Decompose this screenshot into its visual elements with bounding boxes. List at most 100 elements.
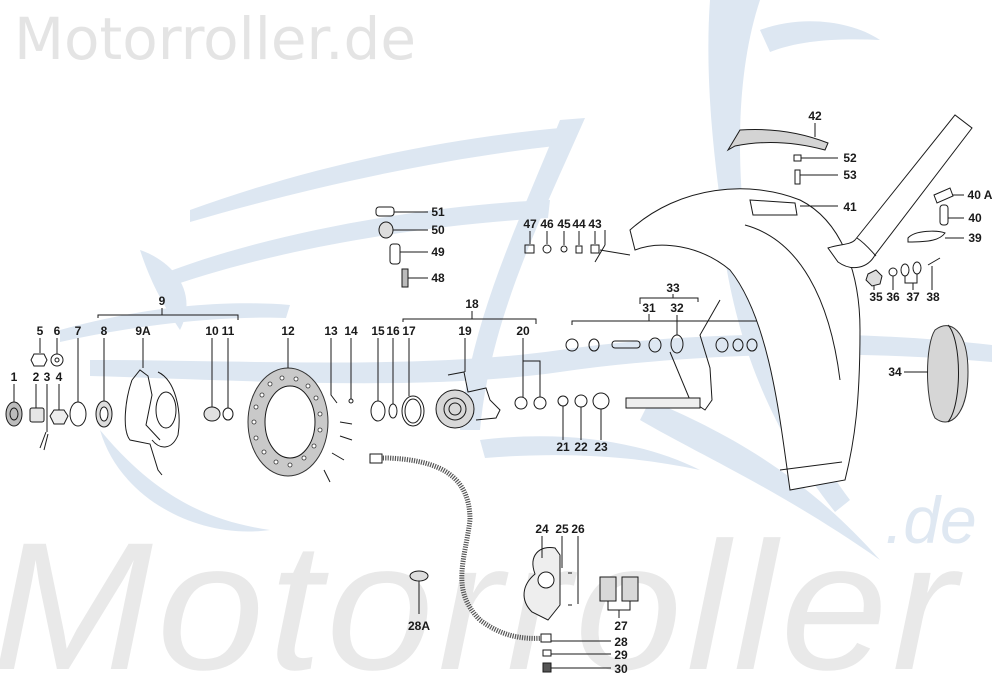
part-38-spring: [927, 257, 941, 290]
part-10-spacer: [203, 338, 221, 422]
callout-label-1: 1: [10, 370, 18, 384]
callout-label-44: 44: [572, 217, 586, 231]
callout-label-30: 30: [614, 662, 628, 676]
part-2-axle-nut: [29, 384, 45, 423]
callout-label-48: 48: [431, 271, 445, 285]
callout-label-11: 11: [221, 324, 235, 338]
part-31-small-parts-row: [565, 337, 758, 353]
part-40-pin: [939, 204, 964, 226]
callout-label-17: 17: [402, 324, 416, 338]
part-1-hub-cap: [5, 384, 23, 427]
part-52-grommet: [793, 154, 838, 162]
callout-label-14: 14: [344, 324, 358, 338]
callout-label-7: 7: [74, 324, 82, 338]
part-32-lever-bracket: [625, 299, 721, 411]
part-47-bolt: [524, 231, 535, 254]
watermark-domain-suffix: .de: [885, 483, 977, 557]
part-21-clip: [557, 395, 569, 440]
callout-label-22: 22: [574, 440, 588, 454]
callout-label-3: 3: [43, 370, 51, 384]
part-43-nut: [590, 231, 600, 254]
part-48-bolt: [401, 268, 428, 288]
part-44-nut: [575, 231, 583, 254]
callout-label-37: 37: [906, 290, 920, 304]
callout-label-46: 46: [540, 217, 554, 231]
callout-label-26: 26: [571, 522, 585, 536]
callout-label-6: 6: [53, 324, 61, 338]
part-27-brake-pads: [599, 576, 639, 618]
part-23-o-ring: [592, 392, 610, 440]
callout-label-12: 12: [281, 324, 295, 338]
part-53-screw: [794, 169, 838, 185]
part-9a-brake-carrier: [124, 338, 180, 476]
part-51-plate: [375, 206, 428, 217]
callout-label-10: 10: [205, 324, 219, 338]
watermark-top-text: Motorroller.de: [14, 5, 417, 73]
callout-label-31: 31: [642, 301, 656, 315]
callout-label-28a: 28A: [407, 619, 431, 633]
part-28a-grommet: [409, 570, 429, 614]
callout-label-24: 24: [535, 522, 549, 536]
part-15-ring: [370, 338, 386, 422]
part-29-washers: [542, 649, 611, 657]
part-42-fender-trim: [726, 123, 829, 152]
group-bracket-18: [402, 311, 537, 324]
part-fork-tube: [827, 114, 973, 269]
part-11-ring: [222, 338, 234, 421]
callout-label-29: 29: [614, 648, 628, 662]
part-16-washer: [388, 338, 398, 419]
callout-label-33: 33: [666, 281, 680, 295]
callout-label-40: 40: [968, 211, 982, 225]
callout-label-23: 23: [594, 440, 608, 454]
callout-label-45: 45: [557, 217, 571, 231]
part-25-bleeder: [561, 536, 572, 606]
callout-label-40a: 40 A: [967, 188, 992, 202]
part-13-bolt: [323, 338, 353, 483]
callout-label-50: 50: [431, 223, 445, 237]
part-6-washer: [50, 338, 64, 367]
part-7-circlip: [69, 338, 87, 427]
part-41-front-fender: [594, 188, 861, 491]
part-28-banjo: [540, 633, 611, 643]
part-35-nut: [865, 269, 883, 290]
part-5-nut: [30, 338, 48, 367]
group-bracket-31: [571, 314, 771, 326]
callout-label-39: 39: [968, 231, 982, 245]
callout-label-34: 34: [888, 365, 902, 379]
part-49-sleeve: [389, 243, 428, 265]
callout-label-36: 36: [886, 290, 900, 304]
part-36-washer: [888, 267, 898, 290]
part-17-seal: [401, 338, 425, 427]
callout-label-18: 18: [465, 297, 479, 311]
part-12-brake-disc: [247, 338, 329, 477]
part-8-bearing: [95, 338, 113, 428]
watermark-bottom-text: Motorroller: [0, 504, 961, 679]
part-20-pistons: [514, 338, 547, 410]
callout-label-53: 53: [843, 168, 857, 182]
callout-label-2: 2: [32, 370, 40, 384]
callout-label-52: 52: [843, 151, 857, 165]
callout-label-49: 49: [431, 245, 445, 259]
part-45-washer: [560, 231, 568, 253]
callout-label-32: 32: [670, 301, 684, 315]
callout-label-9: 9: [158, 294, 166, 308]
callout-label-47: 47: [523, 217, 537, 231]
part-40a-sleeve: [933, 187, 964, 204]
callout-label-43: 43: [588, 217, 602, 231]
callout-label-38: 38: [926, 290, 940, 304]
part-46-washer: [542, 231, 552, 254]
part-4-nut: [49, 384, 69, 425]
callout-label-5: 5: [36, 324, 44, 338]
part-3-cotter-pin: [39, 384, 49, 451]
callout-label-27: 27: [614, 619, 628, 633]
part-19-master-cylinder: [435, 338, 501, 429]
callout-label-15: 15: [371, 324, 385, 338]
callout-label-28: 28: [614, 635, 628, 649]
part-14-washer: [348, 338, 354, 404]
group-bracket-33: [639, 294, 699, 304]
callout-label-21: 21: [556, 440, 570, 454]
callout-label-13: 13: [324, 324, 338, 338]
part-39-clamp: [907, 230, 964, 243]
